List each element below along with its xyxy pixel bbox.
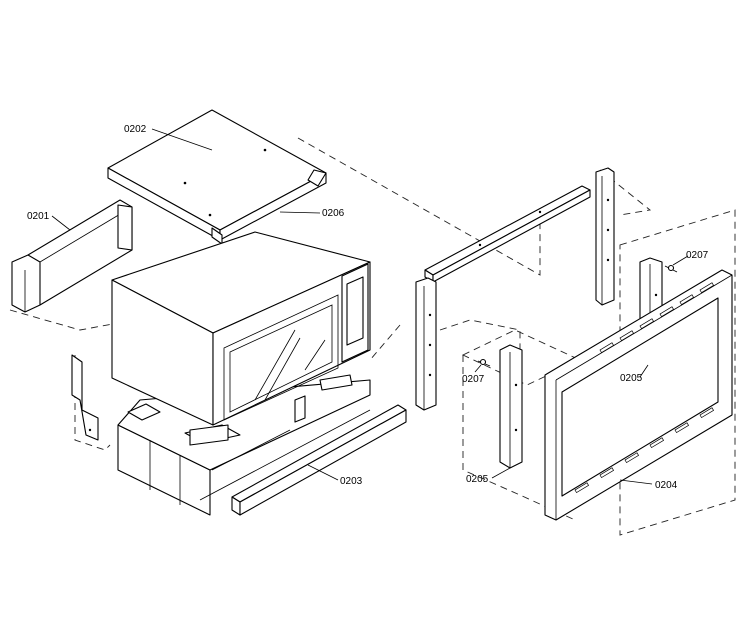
upright-center-body xyxy=(415,277,437,411)
bracket-hole xyxy=(514,428,518,432)
top-cover-hole xyxy=(183,181,187,185)
screw-head xyxy=(479,358,487,366)
vent-slot xyxy=(699,282,715,294)
upright-hole xyxy=(428,313,432,317)
label-0205-right: 0205 xyxy=(620,373,643,384)
left-panel-fold xyxy=(39,206,133,263)
label-0206: 0206 xyxy=(322,208,345,219)
top-cover-hole xyxy=(263,148,267,152)
label-0201: 0201 xyxy=(27,211,50,222)
trim-rail xyxy=(199,409,371,501)
vent-slot xyxy=(619,330,635,342)
rail-hole xyxy=(478,243,482,247)
top-cover-0202 xyxy=(107,109,327,245)
upright-right-body xyxy=(595,167,615,306)
microwave-door-glass xyxy=(229,304,333,413)
label-0207-right: 0207 xyxy=(686,250,709,261)
label-0203: 0203 xyxy=(340,476,363,487)
upper-rail xyxy=(424,185,591,283)
upright-center xyxy=(415,277,437,411)
label-0202: 0202 xyxy=(124,124,147,135)
trim-frame-0204 xyxy=(544,269,733,521)
leader-0202 xyxy=(151,128,213,151)
upright-right xyxy=(595,167,615,306)
upright-hole xyxy=(428,343,432,347)
screw-0207-left xyxy=(477,358,491,367)
label-0207-left: 0207 xyxy=(462,374,485,385)
vent-slot xyxy=(574,482,590,494)
leader-0207-left xyxy=(474,364,482,373)
chassis-mount xyxy=(127,403,161,421)
bracket-body xyxy=(71,354,99,441)
vent-slot xyxy=(649,437,665,449)
bottom-vents xyxy=(574,407,715,494)
upper-rail-front xyxy=(432,189,591,283)
trim-bracket-0205-left xyxy=(499,344,523,469)
chassis-clip xyxy=(319,374,353,391)
leader-0203 xyxy=(307,464,339,481)
guide-line-bracket-a xyxy=(439,319,521,355)
vent-slot xyxy=(599,467,615,479)
screw-head xyxy=(667,264,675,272)
chassis-post xyxy=(294,395,306,423)
label-0205-left: 0205 xyxy=(466,474,489,485)
leader-0204 xyxy=(619,479,653,485)
trim-outline-left xyxy=(461,329,582,386)
screw-0207-right xyxy=(664,264,678,273)
glass-reflection xyxy=(304,339,326,371)
leader-0205-left xyxy=(491,467,511,479)
microwave-front xyxy=(212,261,371,426)
upright-hole xyxy=(606,228,610,232)
leader-0207-right xyxy=(672,255,689,266)
leader-0201 xyxy=(51,215,71,231)
vent-slot xyxy=(599,342,615,354)
leader-0205-right xyxy=(639,364,649,378)
vent-slot xyxy=(679,294,695,306)
rail-hole xyxy=(538,210,542,214)
guide-line-top xyxy=(297,137,541,276)
vent-slot xyxy=(674,422,690,434)
left-side-panel-0201 xyxy=(11,199,133,313)
upper-rail-top xyxy=(424,185,591,276)
control-panel-display xyxy=(346,276,364,346)
vent-slot xyxy=(659,306,675,318)
vent-slot xyxy=(639,318,655,330)
trim-rail xyxy=(211,429,291,471)
bottom-trim-0203 xyxy=(199,404,407,516)
upright-hole xyxy=(428,373,432,377)
trim-strip-front xyxy=(239,409,407,516)
upright-hole xyxy=(606,198,610,202)
part-labels: 0202 0201 0206 0203 0204 0205 0205 0207 … xyxy=(27,124,709,491)
glass-reflection xyxy=(264,337,301,401)
top-cover-corner-tab xyxy=(307,169,327,187)
glass-reflection xyxy=(254,329,296,401)
bracket-0205-left-body xyxy=(499,344,523,469)
guide-line-upright xyxy=(599,169,652,216)
bracket-hole xyxy=(514,383,518,387)
bracket-hole xyxy=(654,293,658,297)
vent-slot xyxy=(624,452,640,464)
mounting-bracket-left xyxy=(71,354,99,441)
leader-0206 xyxy=(279,211,321,214)
label-0204: 0204 xyxy=(655,480,678,491)
microwave-0206 xyxy=(111,231,371,446)
top-cover-hole xyxy=(208,213,212,217)
bracket-hole xyxy=(88,428,92,432)
microwave-door-window xyxy=(223,294,339,421)
guide-line-center xyxy=(369,324,401,361)
leader-lines xyxy=(51,128,689,485)
left-panel-flange xyxy=(117,204,133,251)
vent-slot xyxy=(699,407,715,419)
top-vents xyxy=(599,282,715,354)
trim-frame-opening xyxy=(561,297,719,497)
upright-hole xyxy=(606,258,610,262)
microwave-foot xyxy=(189,424,229,446)
left-panel-end xyxy=(11,254,41,313)
